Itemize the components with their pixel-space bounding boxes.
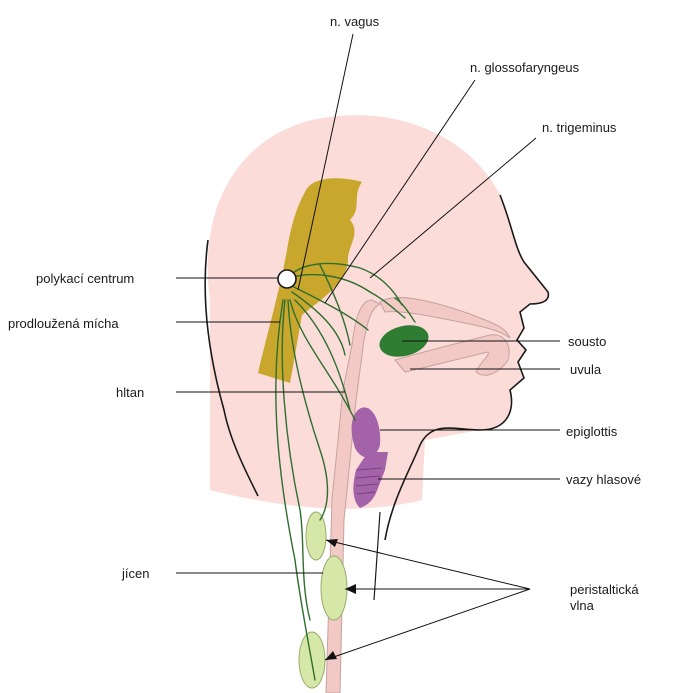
label-vagus: n. vagus bbox=[330, 14, 380, 29]
label-pharynx: hltan bbox=[116, 385, 144, 400]
label-bolus: sousto bbox=[568, 334, 606, 349]
peristalsis-bulge-1 bbox=[306, 512, 326, 560]
label-medulla: prodloužená mícha bbox=[8, 316, 119, 331]
swallowing-center-node bbox=[278, 270, 296, 288]
label-peristalsis-line1: peristaltická bbox=[570, 582, 639, 597]
label-trigeminus: n. trigeminus bbox=[542, 120, 617, 135]
label-glossopharyngeus: n. glossofaryngeus bbox=[470, 60, 580, 75]
label-vocal-cords: vazy hlasové bbox=[566, 472, 641, 487]
peristalsis-bulge-2 bbox=[321, 556, 347, 620]
label-swallowing-center: polykací centrum bbox=[36, 271, 134, 286]
label-esophagus: jícen bbox=[121, 566, 149, 581]
trachea-outline bbox=[374, 512, 380, 600]
label-uvula: uvula bbox=[570, 362, 602, 377]
label-epiglottis: epiglottis bbox=[566, 424, 618, 439]
label-peristalsis-line2: vlna bbox=[570, 598, 595, 613]
